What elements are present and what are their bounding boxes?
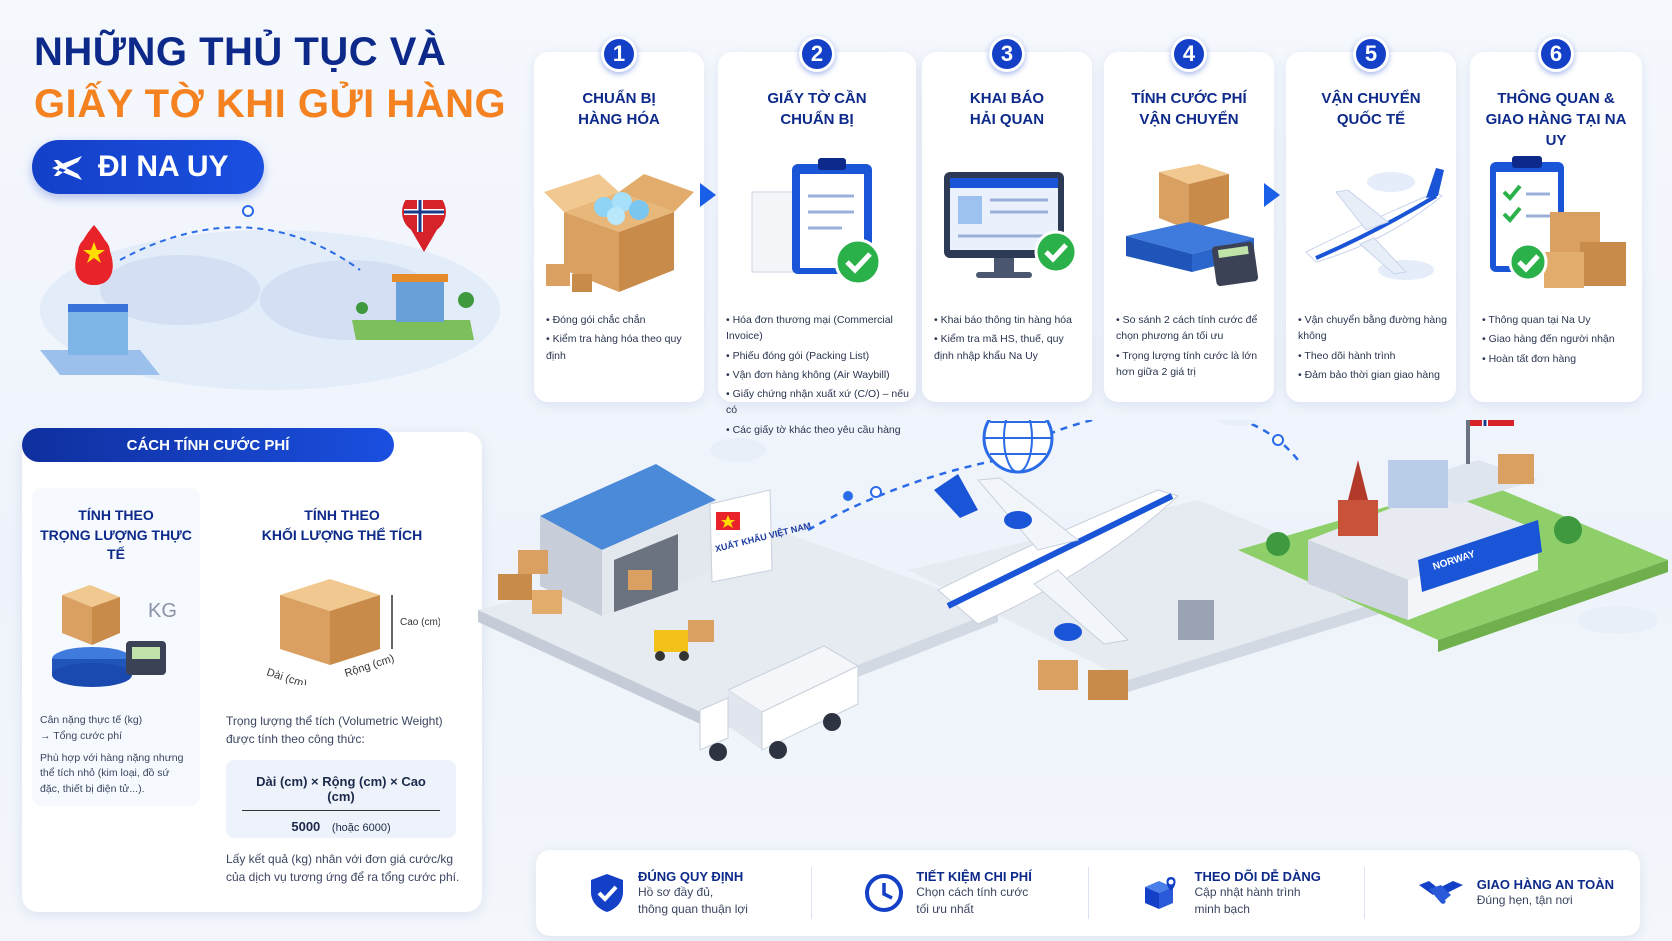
vietnam-pin-icon (40, 225, 160, 375)
clipboard-icon (751, 158, 882, 286)
fee-heading: CÁCH TÍNH CƯỚC PHÍ (22, 428, 394, 462)
feature-tracking: THEO DÕI DỄ DÀNG Cập nhật hành trình min… (1089, 867, 1365, 919)
airplane-icon (1305, 168, 1444, 280)
arrow-right-icon (700, 183, 716, 207)
computer-icon (944, 172, 1078, 278)
step-number: 4 (1171, 36, 1207, 72)
dim-length: Dài (cm) (265, 666, 308, 685)
scale-icon: KG (52, 585, 177, 687)
kg-label: KG (148, 600, 177, 622)
page-title-line1: NHỮNG THỦ TỤC VÀ (34, 30, 447, 74)
handshake-icon (1418, 881, 1463, 904)
feature-desc: minh bạch (1194, 901, 1250, 916)
feature-desc: Đúng hẹn, tận nơi (1476, 893, 1573, 908)
feature-title: ĐÚNG QUY ĐỊNH (638, 869, 744, 885)
step-number: 3 (989, 36, 1025, 72)
feature-title: THEO DÕI DỄ DÀNG (1194, 869, 1321, 885)
feature-desc: Cập nhật hành trình (1194, 885, 1301, 900)
formula-numerator: Dài (cm) × Rộng (cm) × Cao (cm) (242, 760, 440, 811)
step-list: Khai báo thông tin hàng hóaKiểm tra mã H… (934, 312, 1086, 367)
feature-desc: Hồ sơ đầy đủ, (638, 885, 714, 900)
norway-pin-icon (352, 200, 474, 340)
arrow-right-icon (1264, 183, 1280, 207)
feature-savings: TIẾT KIỆM CHI PHÍ Chọn cách tính cước tố… (812, 867, 1089, 919)
actual-weight-desc: Cân nặng thực tế (kg) → Tổng cước phí Ph… (40, 714, 184, 795)
page-title-line2: GIẤY TỜ KHI GỬI HÀNG (34, 82, 507, 126)
step-card-6: 6 THÔNG QUAN &GIAO HÀNG TẠI NA UY Thông … (1470, 36, 1642, 402)
airplane-icon (52, 156, 82, 180)
formula-denominator: 5000 (291, 819, 321, 834)
box-icon (544, 174, 694, 292)
truck-icon (699, 645, 860, 761)
feature-desc: tối ưu nhất (916, 901, 974, 916)
globe-icon (982, 420, 1054, 474)
destination-label: ĐI NA UY (98, 150, 229, 183)
destination-badge: ĐI NA UY (32, 140, 264, 194)
actual-weight-card (32, 488, 200, 806)
route-map (40, 200, 500, 390)
feature-title: GIAO HÀNG AN TOÀN (1476, 877, 1614, 893)
step-list: Thông quan tại Na UyGiao hàng đến người … (1482, 312, 1636, 370)
feature-safe-delivery: GIAO HÀNG AN TOÀN Đúng hẹn, tận nơi (1365, 867, 1640, 919)
formula-alt: (hoặc 6000) (331, 822, 391, 834)
feature-desc: thông quan thuận lợi (638, 901, 748, 916)
airplane-icon (934, 474, 1179, 645)
step-list: Đóng gói chắc chắnKiểm tra hàng hóa theo… (546, 312, 698, 367)
features-bar: ĐÚNG QUY ĐỊNH Hồ sơ đầy đủ, thông quan t… (536, 850, 1640, 936)
step-number: 5 (1353, 36, 1389, 72)
feature-title: TIẾT KIỆM CHI PHÍ (916, 869, 1032, 885)
shield-check-icon (591, 874, 623, 912)
warehouse-icon (498, 464, 716, 616)
volumetric-desc: Trọng lượng thể tích (Volumetric Weight)… (226, 714, 443, 746)
clock-icon (865, 874, 904, 912)
fee-note: Lấy kết quả (kg) nhân với đơn giá cước/k… (226, 852, 460, 884)
step-list: Vận chuyển bằng đường hàng khôngTheo dõi… (1298, 312, 1450, 386)
delivery-clipboard-icon (1490, 156, 1626, 288)
step-number: 1 (601, 36, 637, 72)
scale-icon (1126, 164, 1259, 287)
feature-compliance: ĐÚNG QUY ĐỊNH Hồ sơ đầy đủ, thông quan t… (536, 867, 813, 919)
dimension-box-icon: Dài (cm) Rộng (cm) Cao (cm) (265, 579, 440, 685)
logistics-scene: XUẤT KHẨU VIỆT NAM NORWAY (478, 420, 1668, 761)
step-title: THÔNG QUAN &GIAO HÀNG TẠI NA UY (1485, 90, 1627, 149)
step-number: 6 (1538, 36, 1574, 72)
formula-box: Dài (cm) × Rộng (cm) × Cao (cm) 5000 (ho… (226, 760, 456, 838)
feature-desc: Chọn cách tính cước (916, 885, 1029, 900)
norway-building-icon: NORWAY (1266, 420, 1582, 620)
step-number: 2 (799, 36, 835, 72)
tracking-box-icon (1144, 877, 1175, 909)
step-list: So sánh 2 cách tính cước để chọn phương … (1116, 312, 1268, 383)
dim-height: Cao (cm) (400, 617, 440, 628)
